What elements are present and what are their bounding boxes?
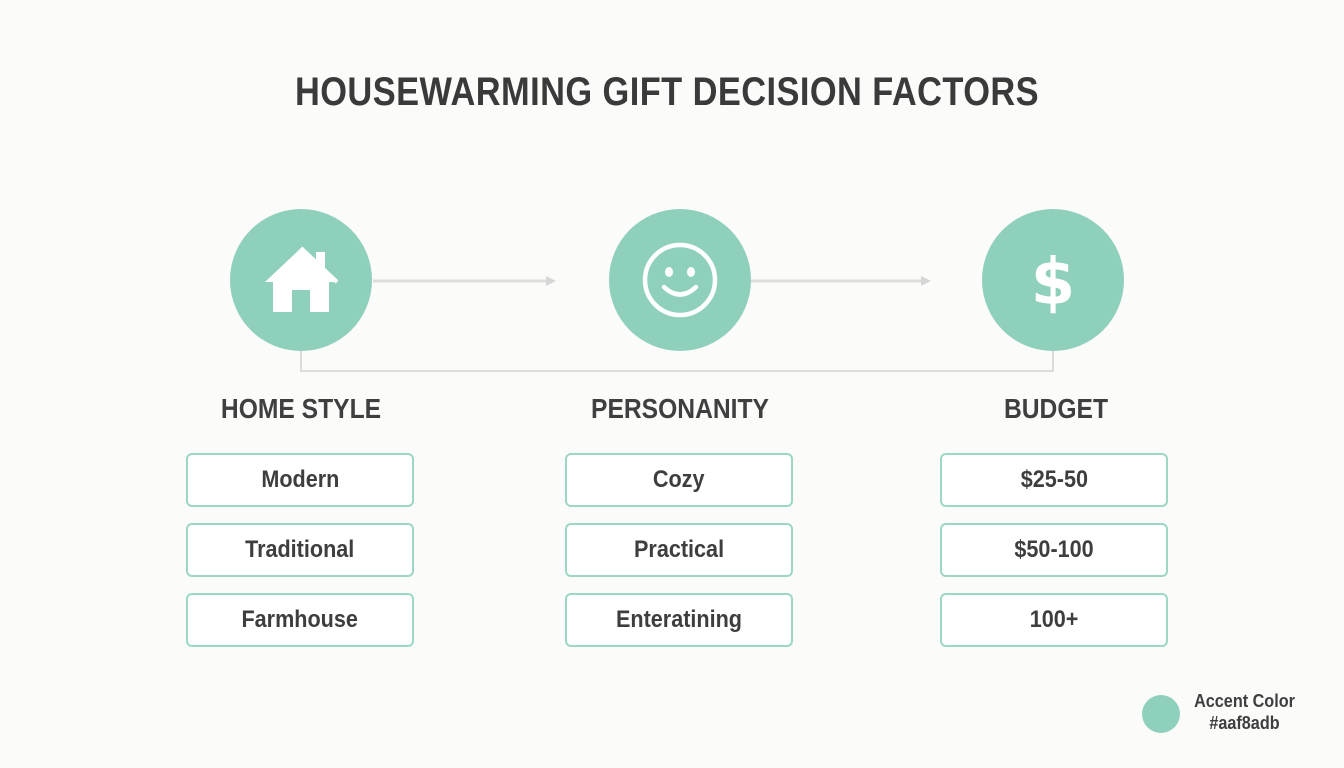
legend-label: Accent Color bbox=[1194, 691, 1295, 711]
column-title-home-style: HOME STYLE bbox=[220, 393, 382, 424]
option-practical[interactable]: Practical bbox=[565, 523, 793, 577]
option-cozy[interactable]: Cozy bbox=[565, 453, 793, 507]
option-label: $25-50 bbox=[1020, 466, 1088, 493]
option-label: Farmhouse bbox=[241, 606, 359, 633]
option-entertaining[interactable]: Enteratining bbox=[565, 593, 793, 647]
accent-color-legend: Accent Color #aaf8adb bbox=[1186, 690, 1303, 734]
option-traditional[interactable]: Traditional bbox=[186, 523, 414, 577]
option-budget-25-50[interactable]: $25-50 bbox=[940, 453, 1168, 507]
dollar-icon: $ bbox=[1031, 246, 1076, 320]
option-budget-50-100[interactable]: $50-100 bbox=[940, 523, 1168, 577]
column-title-budget: BUDGET bbox=[1003, 393, 1109, 424]
page-title: HOUSEWARMING GIFT DECISION FACTORS bbox=[294, 70, 1040, 114]
option-label: Modern bbox=[260, 466, 339, 493]
option-modern[interactable]: Modern bbox=[186, 453, 414, 507]
option-label: Enteratining bbox=[615, 606, 742, 633]
option-farmhouse[interactable]: Farmhouse bbox=[186, 593, 414, 647]
option-label: $50-100 bbox=[1014, 536, 1094, 563]
bracket-line bbox=[300, 350, 1054, 372]
personality-circle bbox=[609, 209, 751, 351]
option-budget-100-plus[interactable]: 100+ bbox=[940, 593, 1168, 647]
home-style-circle bbox=[230, 209, 372, 351]
column-title-personality: PERSONANITY bbox=[591, 393, 769, 424]
smiley-icon bbox=[642, 242, 718, 318]
legend-value: #aaf8adb bbox=[1209, 713, 1280, 733]
option-label: Practical bbox=[633, 536, 725, 563]
option-label: Cozy bbox=[653, 466, 705, 493]
option-label: Traditional bbox=[245, 536, 355, 563]
svg-text:$: $ bbox=[1031, 246, 1076, 320]
budget-circle: $ bbox=[982, 209, 1124, 351]
accent-color-swatch bbox=[1142, 695, 1180, 733]
house-icon bbox=[265, 246, 339, 312]
option-label: 100+ bbox=[1029, 606, 1079, 633]
